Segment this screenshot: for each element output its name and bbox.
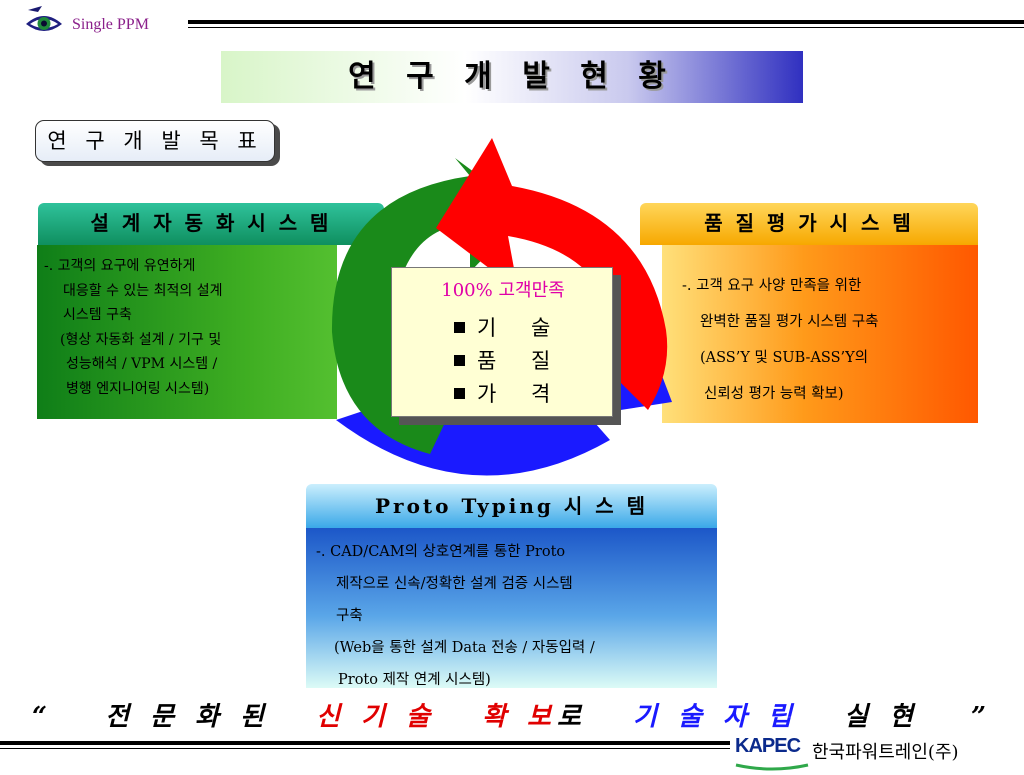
customer-satisfaction-heading: 100% 고객만족 xyxy=(441,280,565,301)
title-banner: 연 구 개 발 현 황 xyxy=(221,51,803,103)
customer-satisfaction-box: 100% 고객만족 기 술 품 질 가 격 xyxy=(391,267,613,417)
slogan-word-highlight: 확 보 xyxy=(482,702,557,732)
proto-typing-panel xyxy=(306,528,717,688)
brand-name: Single PPM xyxy=(72,16,149,33)
center-item-quality: 품 질 xyxy=(454,345,564,375)
text-line: 신뢰성 평가 능력 확보) xyxy=(704,386,844,402)
goal-label: 연 구 개 발 목 표 xyxy=(35,120,275,162)
text-line: (형상 자동화 설계 / 기구 및 xyxy=(60,331,222,348)
text-line: 대응할 수 있는 최적의 설계 xyxy=(63,282,223,299)
slogan-word-highlight: 신 기 술 xyxy=(316,702,436,732)
company-name: 한국파워트레인(주) xyxy=(812,742,959,763)
text-line: 병행 엔지니어링 시스템) xyxy=(66,380,210,397)
quality-evaluation-header: 품 질 평 가 시 스 템 xyxy=(640,203,978,245)
text-line: -. CAD/CAM의 상호연계를 통한 Proto xyxy=(316,544,566,560)
bullet-square-icon xyxy=(454,322,465,333)
text-line: 완벽한 품질 평가 시스템 구축 xyxy=(700,314,879,330)
slogan-word-highlight: 기 술 자 립 xyxy=(633,702,798,732)
proto-typing-header: Proto Typing 시 스 템 xyxy=(306,484,717,528)
page-title: 연 구 개 발 현 황 xyxy=(348,59,676,94)
text-line: (ASS’Y 및 SUB-ASS’Y의 xyxy=(700,350,869,366)
kapec-swoosh-icon xyxy=(734,756,810,771)
design-automation-header: 설 계 자 동 화 시 스 템 xyxy=(38,203,384,245)
slogan-word: 로 xyxy=(556,702,587,732)
slogan-word: 실 현 xyxy=(843,702,919,732)
text-line: -. 고객 요구 사양 만족을 위한 xyxy=(682,278,862,294)
center-item-technology: 기 술 xyxy=(454,312,564,342)
slogan: “ 전 문 화 된 신 기 술 확 보로 기 술 자 립 실 현 ” xyxy=(0,696,1024,733)
text-line: (Web을 통한 설계 Data 전송 / 자동입력 / xyxy=(334,640,595,656)
bullet-square-icon xyxy=(454,388,465,399)
bottom-divider-thin xyxy=(0,748,730,749)
kapec-logo: KAPEC xyxy=(735,735,801,757)
eye-logo-icon xyxy=(24,4,64,40)
top-divider xyxy=(188,20,1024,24)
text-line: -. 고객의 요구에 유연하게 xyxy=(44,258,196,274)
design-automation-text: -. 고객의 요구에 유연하게 대응할 수 있는 최적의 설계 시스템 구축 (… xyxy=(44,254,344,401)
proto-typing-text: -. CAD/CAM의 상호연계를 통한 Proto 제작으로 신속/정확한 설… xyxy=(316,536,716,696)
text-line: Proto 제작 연계 시스템) xyxy=(338,672,491,688)
bottom-divider xyxy=(0,741,730,745)
top-divider-thin xyxy=(188,27,1024,28)
text-line: 성능해석 / VPM 시스템 / xyxy=(66,356,218,372)
cycle-arrows-graphic xyxy=(326,138,696,490)
text-line: 제작으로 신속/정확한 설계 검증 시스템 xyxy=(336,576,573,592)
design-automation-panel xyxy=(37,245,337,419)
red-cycle-arrow xyxy=(436,138,668,410)
quality-evaluation-text: -. 고객 요구 사양 만족을 위한 완벽한 품질 평가 시스템 구축 (ASS… xyxy=(682,268,982,412)
slogan-word: 전 문 화 된 xyxy=(105,702,270,732)
text-line: 구축 xyxy=(336,608,363,624)
quality-evaluation-panel xyxy=(662,245,978,423)
bullet-square-icon xyxy=(454,355,465,366)
center-item-price: 가 격 xyxy=(454,378,564,408)
slogan-close-quote: ” xyxy=(971,702,992,732)
slogan-open-quote: “ xyxy=(32,702,53,732)
text-line: 시스템 구축 xyxy=(63,307,132,323)
